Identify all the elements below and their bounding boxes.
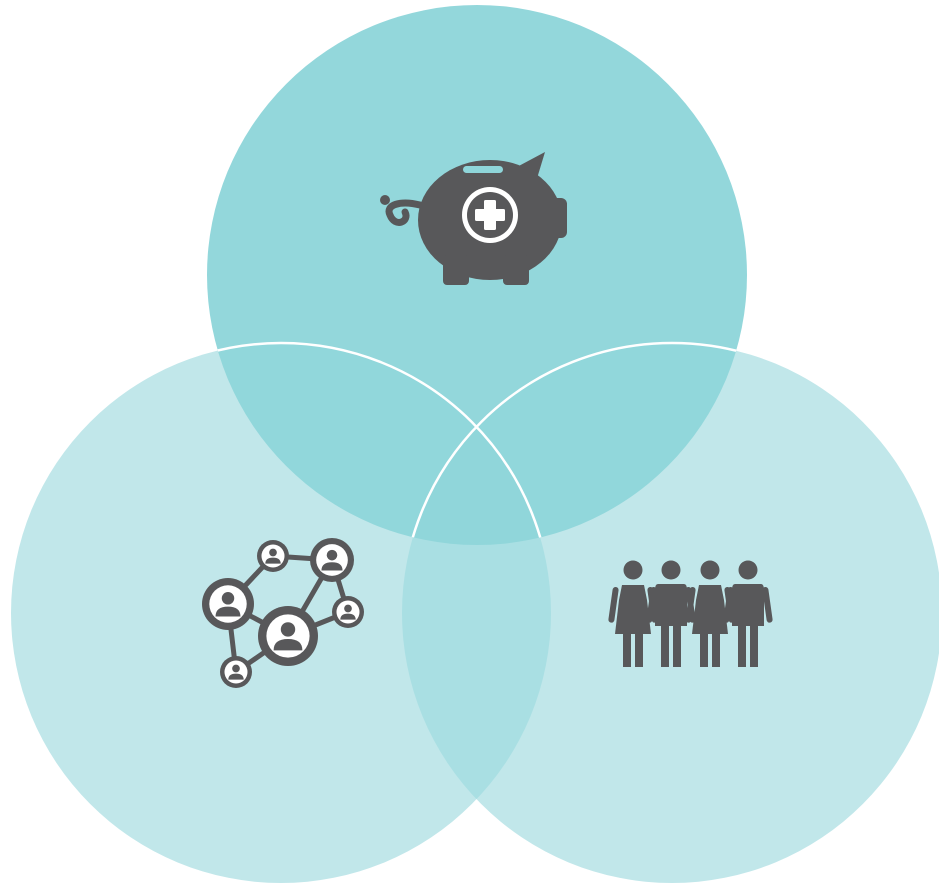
piggy-bank-plus-icon: [380, 152, 567, 285]
network-person-node: [257, 540, 289, 572]
network-person-node: [310, 538, 354, 582]
family-group-icon: [608, 560, 773, 667]
network-person-node: [332, 596, 364, 628]
network-person-node: [220, 656, 252, 688]
venn-outline-bottom-right: [400, 341, 747, 545]
venn-outline-bottom-left: [207, 341, 553, 545]
network-person-node: [202, 578, 254, 630]
man-figure-icon: [723, 560, 773, 667]
network-person-node: [258, 606, 318, 666]
people-network-icon: [202, 538, 364, 688]
